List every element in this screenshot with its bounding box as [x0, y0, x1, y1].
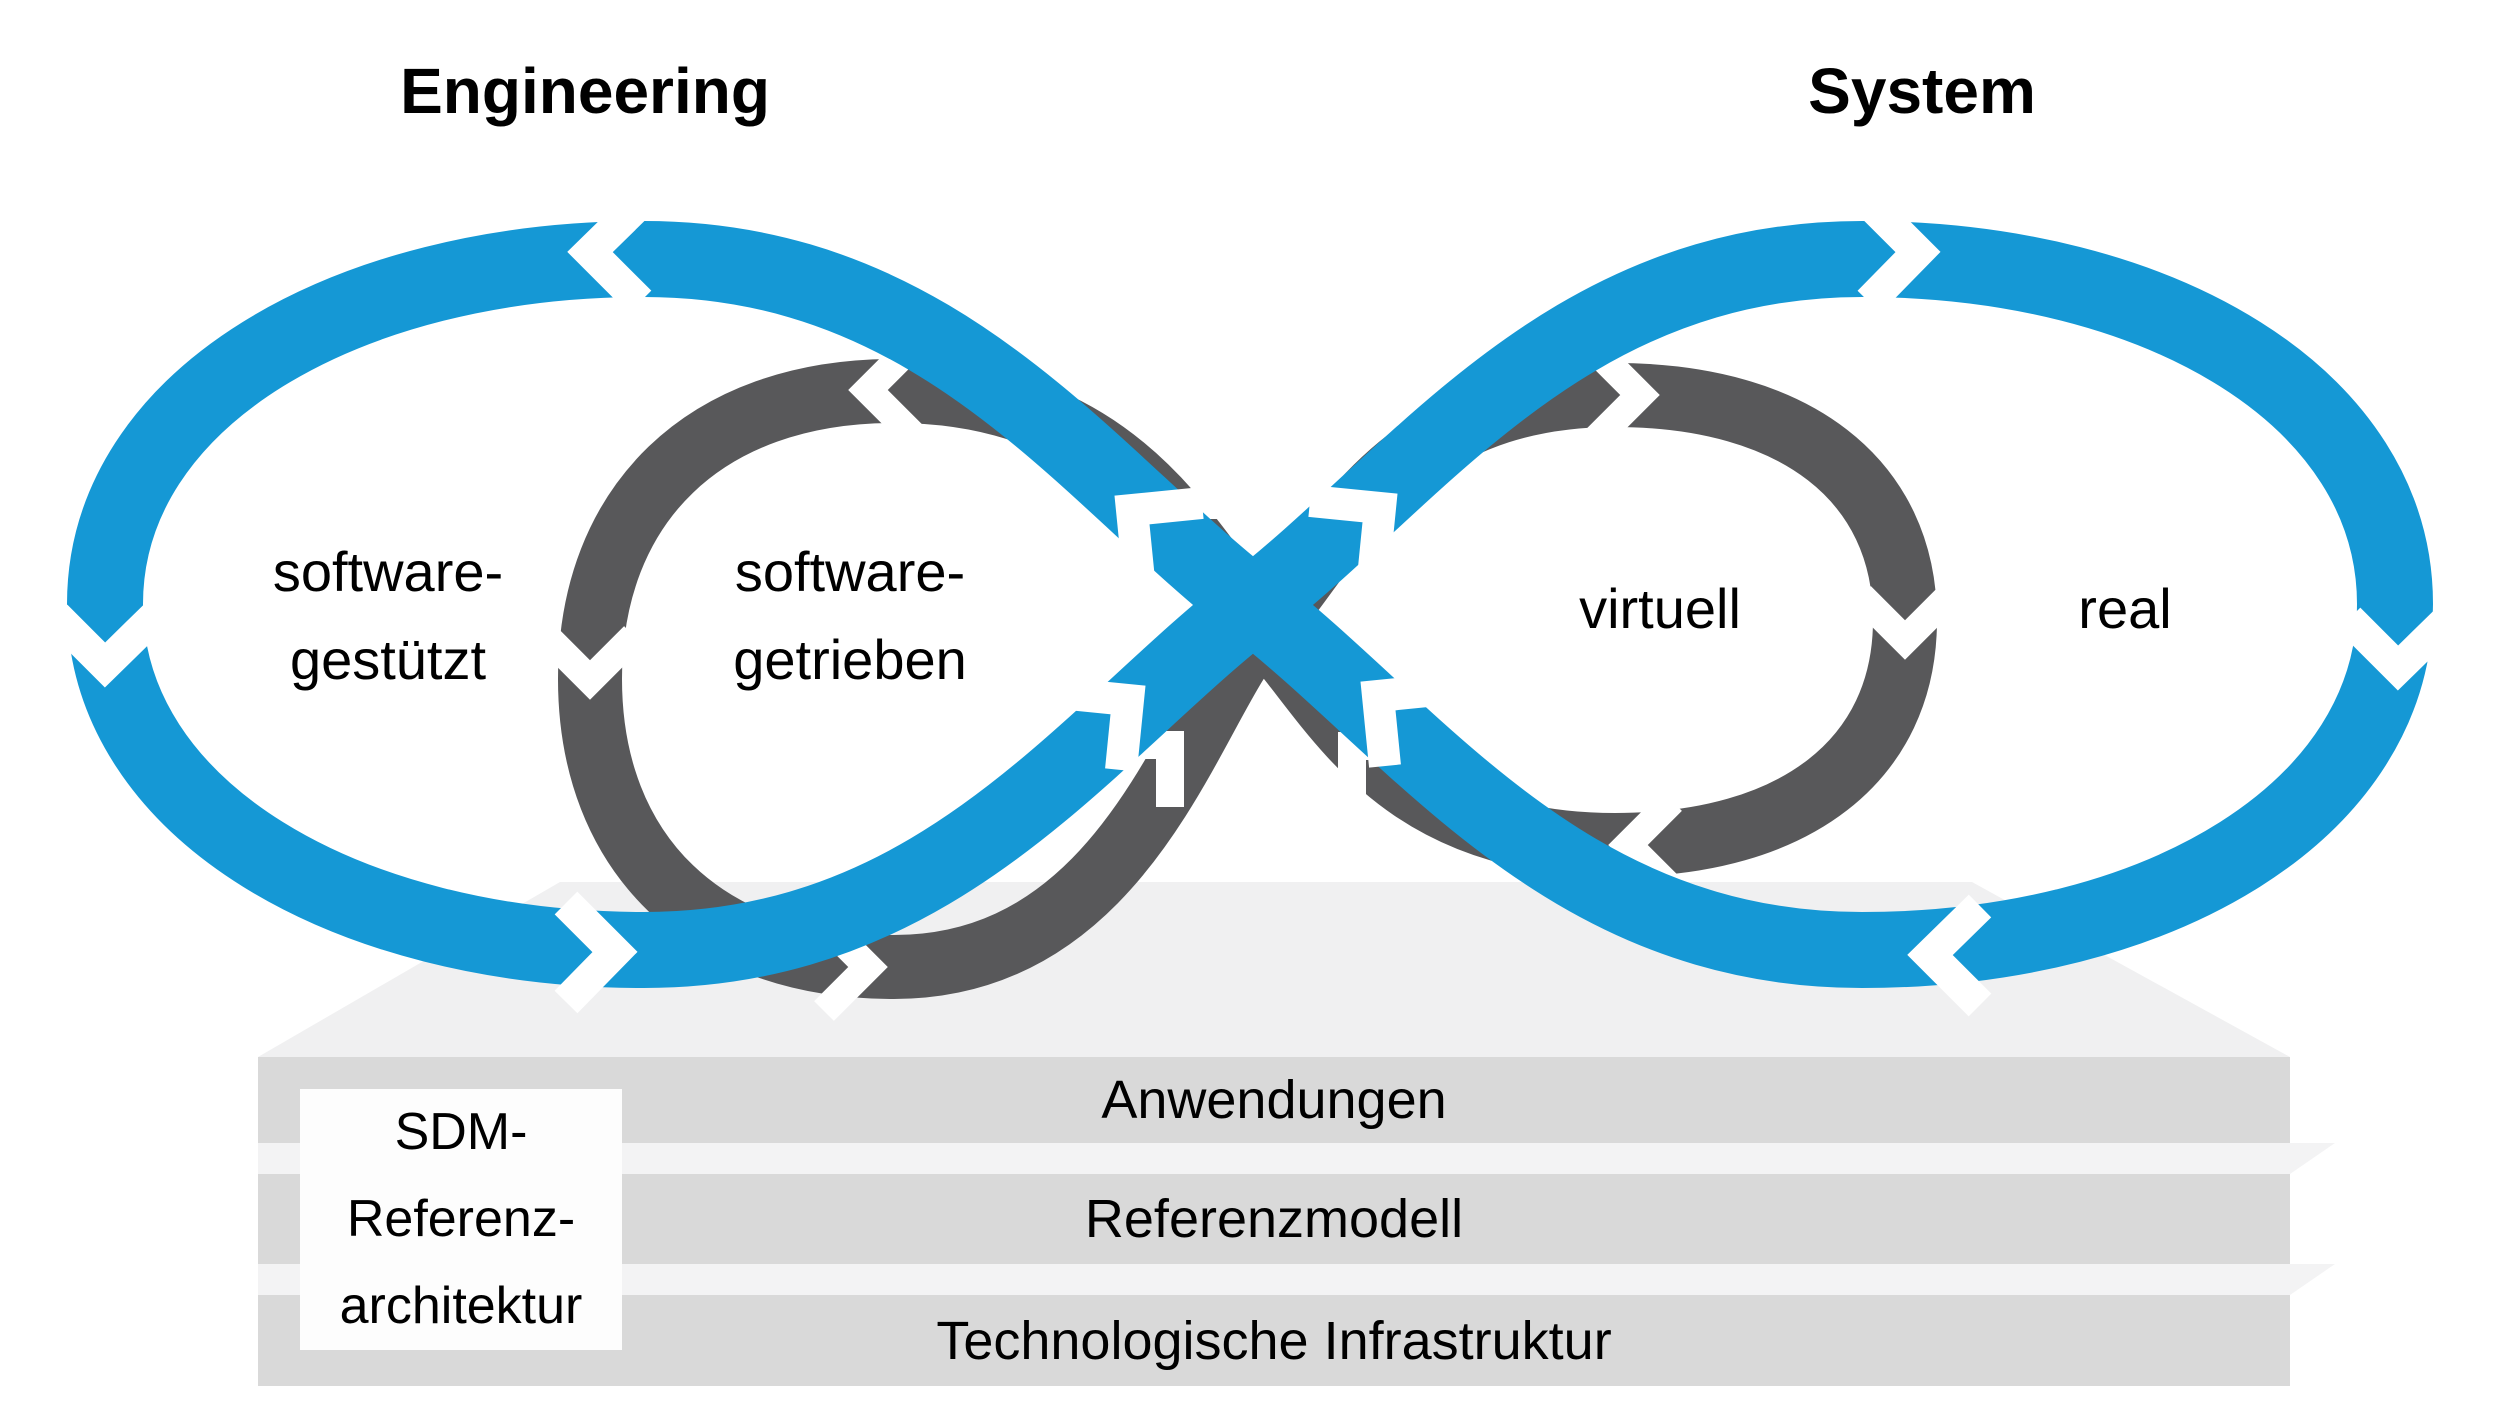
header-system: System [1808, 55, 2036, 127]
chevron-gap-icon [1308, 485, 1398, 580]
chevron-gap-icon [1114, 487, 1204, 582]
label-line: software- [272, 540, 504, 603]
label-line: getrieben [733, 628, 967, 691]
chevron-gap-icon [1056, 677, 1146, 772]
sdm-box-line: SDM- [394, 1103, 528, 1161]
label-real: real [2078, 577, 2172, 640]
layer-label: Anwendungen [1101, 1070, 1447, 1130]
chevron-gap-icon [1360, 673, 1450, 768]
chevron-gap-icon [1907, 894, 1992, 1017]
layer-label: Technologische Infrastruktur [936, 1310, 1612, 1371]
label-virtuell: virtuell [1579, 577, 1741, 640]
blue-loop-path [66, 220, 2434, 989]
blue-loop-gaps [44, 191, 2460, 1017]
label-line: gestützt [289, 628, 487, 691]
chevron-gap-icon [1857, 191, 1941, 314]
sdm-box-line: Referenz- [346, 1190, 576, 1248]
label-line: software- [734, 540, 966, 603]
chevron-gap-icon [2337, 607, 2460, 691]
chevron-gap-icon [554, 891, 638, 1014]
header-engineering: Engineering [400, 55, 770, 127]
layer-label: Referenzmodell [1084, 1189, 1464, 1249]
chevron-gap-icon [567, 191, 652, 314]
sdm-box-line: architektur [339, 1277, 583, 1335]
chevron-gap-icon [44, 604, 167, 688]
label-software-gestuetzt: software- gestützt [138, 528, 638, 704]
chevron-gap-icon [1851, 586, 1959, 660]
label-software-getrieben: software- getrieben [600, 528, 1100, 704]
chevron-gap-icon [536, 626, 644, 700]
chevron-gap-icon [1586, 341, 1660, 449]
sdm-referenzarchitektur-box: SDM- Referenz- architektur [300, 1089, 622, 1350]
